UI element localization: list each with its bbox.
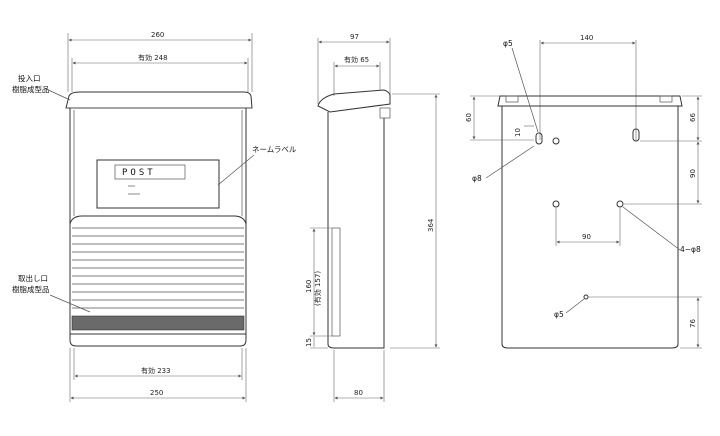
back-dim-66: 66	[689, 113, 697, 122]
label-outlet-1: 取出し口	[18, 273, 48, 283]
label-slot-2: 樹脂成型品	[12, 84, 50, 94]
label-outlet-2: 樹脂成型品	[12, 284, 50, 294]
side-dim-160: 160	[305, 280, 313, 293]
back-label-phi5-top: φ5	[503, 39, 513, 48]
front-dim-233: 有効 233	[141, 366, 171, 375]
back-dim-76: 76	[689, 319, 697, 328]
side-dim-15: 15	[305, 338, 313, 347]
front-dim-260: 260	[151, 31, 164, 39]
outlet-grip	[71, 315, 245, 331]
back-dim-140: 140	[580, 34, 593, 42]
front-view: 260 有効 248 POST	[12, 31, 297, 402]
nameplate-post-text: POST	[122, 168, 156, 178]
back-dim-60: 60	[465, 113, 473, 122]
back-label-phi8-left: φ8	[472, 174, 482, 183]
outlet-slats	[72, 227, 244, 309]
side-dim-65: 有効 65	[344, 55, 369, 64]
front-dim-248: 有効 248	[138, 53, 168, 62]
side-dim-80: 80	[354, 389, 363, 397]
back-label-phi5-bottom: φ5	[554, 310, 564, 319]
back-dim-90-center: 90	[582, 233, 591, 241]
label-slot-1: 投入口	[18, 73, 41, 83]
back-dim-10: 10	[514, 128, 522, 137]
side-dim-97: 97	[350, 33, 359, 41]
side-dim-157: (有効 157)	[313, 271, 322, 306]
back-label-4phi8: 4−φ8	[680, 245, 701, 254]
side-view: 97 有効 65 364 160 (有効 157) 15 80	[305, 33, 440, 402]
side-dim-364: 364	[427, 218, 435, 232]
back-view: 140 φ5 60 10 φ8 66 90	[465, 34, 702, 349]
back-dim-90-right: 90	[689, 169, 697, 178]
front-dim-250: 250	[150, 389, 163, 397]
label-nameplate: ネームラベル	[252, 145, 297, 154]
